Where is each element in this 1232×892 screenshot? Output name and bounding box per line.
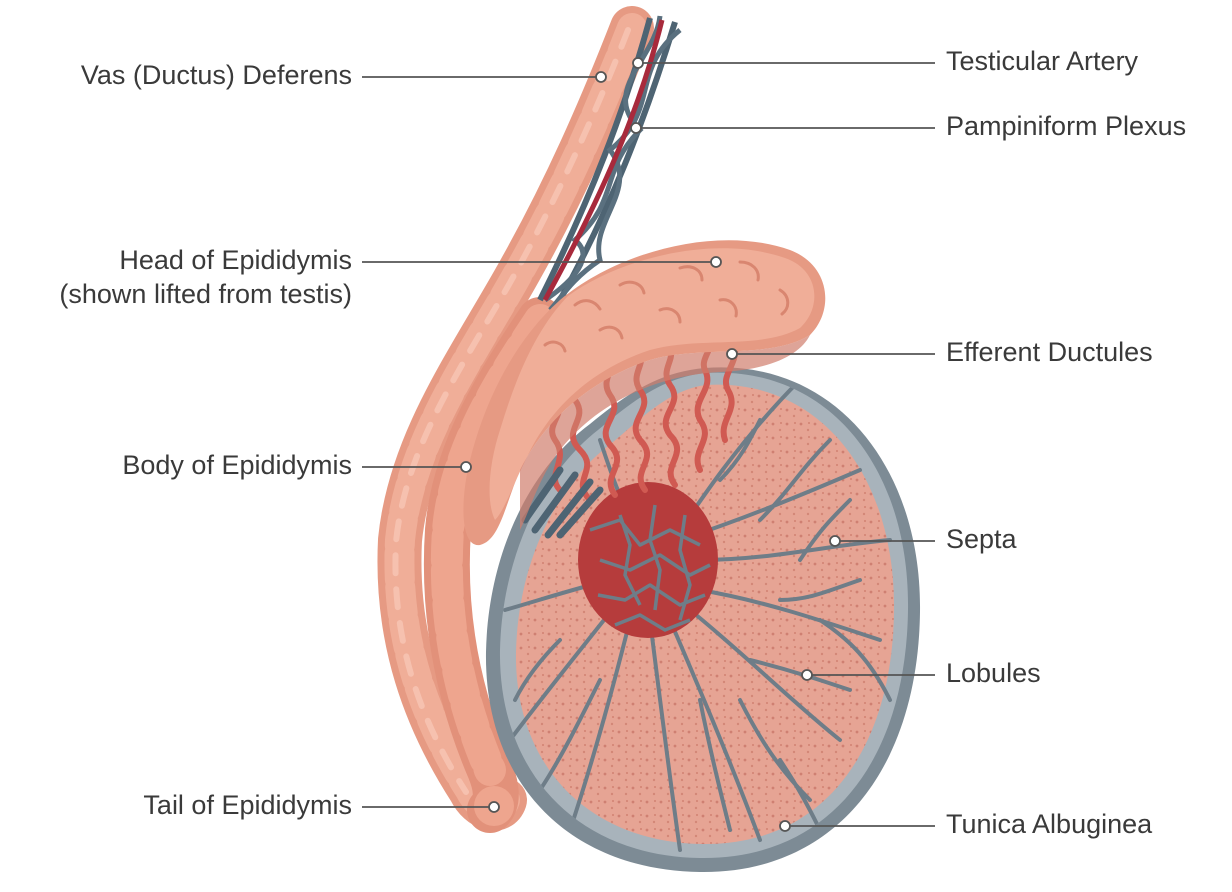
label-efferent-ductules: Efferent Ductules [946,335,1153,369]
label-tunica-albuginea-text: Tunica Albuginea [946,807,1152,841]
label-lobules: Lobules [946,656,1041,690]
label-lobules-text: Lobules [946,656,1041,690]
label-septa: Septa [946,522,1017,556]
label-body-of-epididymis-text: Body of Epididymis [122,448,352,482]
label-body-of-epididymis: Body of Epididymis [122,448,352,482]
rete-testis [578,482,718,638]
label-tunica-albuginea: Tunica Albuginea [946,807,1152,841]
label-head-of-epididymis-line1: Head of Epididymis [59,243,352,277]
label-testicular-artery-text: Testicular Artery [946,44,1138,78]
label-head-of-epididymis: Head of Epididymis (shown lifted from te… [59,243,352,311]
label-testicular-artery: Testicular Artery [946,44,1138,78]
label-tail-of-epididymis-text: Tail of Epididymis [143,788,352,822]
label-vas-deferens-text: Vas (Ductus) Deferens [81,58,352,92]
label-head-of-epididymis-line2: (shown lifted from testis) [59,277,352,311]
label-vas-deferens: Vas (Ductus) Deferens [81,58,352,92]
label-efferent-ductules-text: Efferent Ductules [946,335,1153,369]
label-tail-of-epididymis: Tail of Epididymis [143,788,352,822]
label-pampiniform-plexus-text: Pampiniform Plexus [946,109,1186,143]
label-septa-text: Septa [946,522,1017,556]
label-pampiniform-plexus: Pampiniform Plexus [946,109,1186,143]
